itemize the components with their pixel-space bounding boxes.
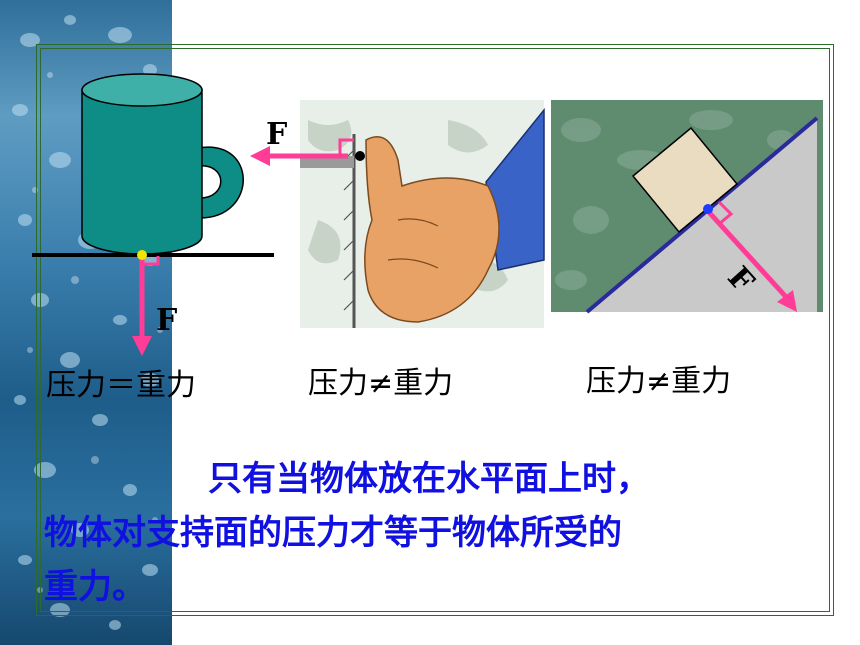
cup-body	[81, 89, 203, 255]
force-arrow-down	[132, 336, 152, 356]
thumb-on-wall-figure: F	[250, 100, 545, 328]
contact-point	[703, 204, 713, 214]
caption-thumb: 压力≠重力	[308, 366, 454, 401]
block-on-incline-figure: F	[551, 100, 823, 314]
hand	[364, 136, 500, 323]
block	[631, 126, 739, 234]
conclusion-line-1: 只有当物体放在水平面上时，	[208, 459, 650, 499]
caption-cup: 压力＝重力	[46, 368, 196, 403]
cup-on-table-figure: F	[32, 73, 274, 356]
caption-incline: 压力≠重力	[586, 364, 732, 399]
force-arrow-incline	[777, 290, 797, 312]
cup-handle	[197, 146, 244, 219]
contact-point	[355, 151, 365, 161]
conclusion-line-2: 物体对支持面的压力才等于物体所受的	[44, 513, 622, 553]
force-label-cup: F	[156, 303, 177, 338]
slide-frame-outer	[36, 44, 834, 616]
force-label-thumb: F	[266, 117, 287, 152]
force-arrow-left	[250, 146, 270, 166]
conclusion-line-3: 重力。	[44, 567, 146, 607]
conclusion-text: 只有当物体放在水平面上时， 物体对支持面的压力才等于物体所受的 重力。	[44, 452, 804, 614]
contact-point	[137, 250, 147, 260]
cup-rim	[81, 73, 203, 107]
slide-frame-inner	[40, 48, 830, 612]
